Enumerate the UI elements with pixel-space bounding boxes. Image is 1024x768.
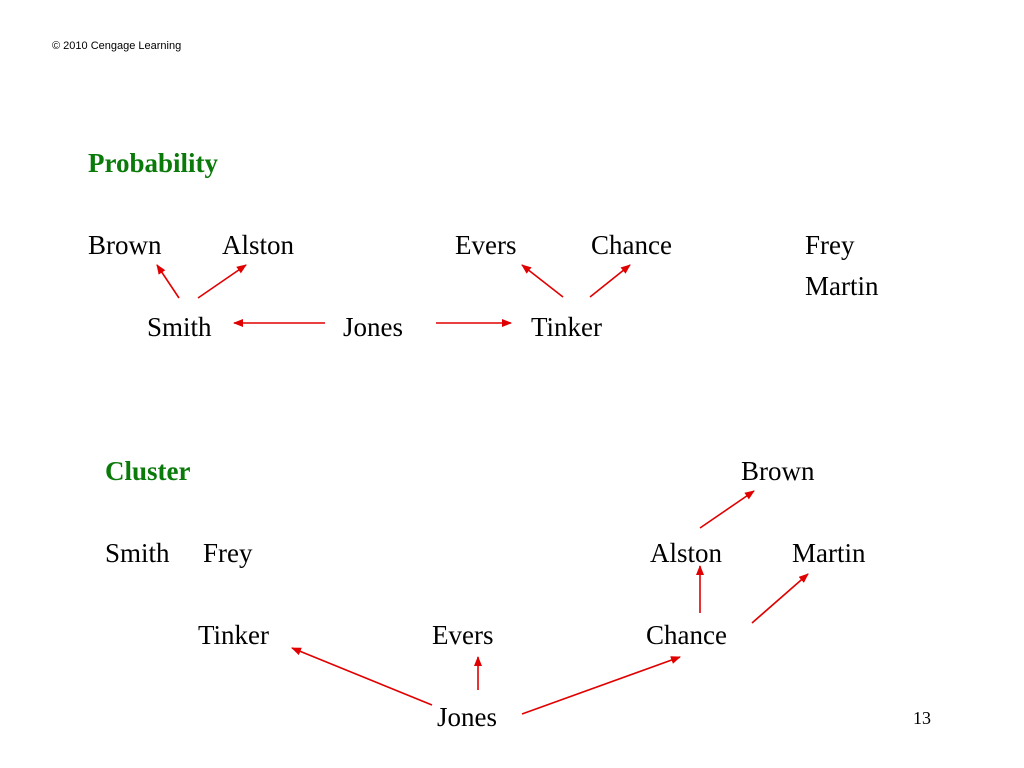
probability-node-smith: Smith	[147, 312, 212, 342]
cluster-node-tinker: Tinker	[198, 620, 270, 650]
probability-node-chance: Chance	[591, 230, 672, 260]
cluster-node-evers: Evers	[432, 620, 494, 650]
cluster-node-frey: Frey	[203, 538, 253, 568]
probability-node-evers: Evers	[455, 230, 517, 260]
probability-node-tinker: Tinker	[531, 312, 603, 342]
copyright-notice: © 2010 Cengage Learning	[52, 40, 182, 52]
cluster-heading: Cluster	[105, 456, 191, 486]
arrow-tinker-to-evers	[521, 264, 564, 298]
probability-node-frey: Frey	[805, 230, 855, 260]
cluster-node-jones: Jones	[437, 702, 497, 732]
page-number: 13	[913, 708, 931, 728]
probability-node-jones: Jones	[343, 312, 403, 342]
cluster-node-martin: Martin	[792, 538, 866, 568]
probability-heading: Probability	[88, 148, 219, 178]
cluster-node-alston: Alston	[650, 538, 723, 568]
cluster-node-chance: Chance	[646, 620, 727, 650]
arrow-smith-to-brown	[156, 264, 180, 299]
arrow-smith-to-alston	[197, 264, 247, 299]
probability-node-brown: Brown	[88, 230, 162, 260]
probability-node-martin: Martin	[805, 271, 879, 301]
arrow-jones-to-chance	[521, 656, 681, 715]
probability-node-alston: Alston	[222, 230, 295, 260]
arrow-chance-to-martin	[751, 573, 809, 624]
arrow-alston-to-brown	[699, 490, 755, 529]
cluster-node-brown: Brown	[741, 456, 815, 486]
arrow-tinker-to-chance	[589, 264, 631, 298]
cluster-node-smith: Smith	[105, 538, 170, 568]
arrow-jones-to-tinker-cluster	[291, 647, 433, 706]
